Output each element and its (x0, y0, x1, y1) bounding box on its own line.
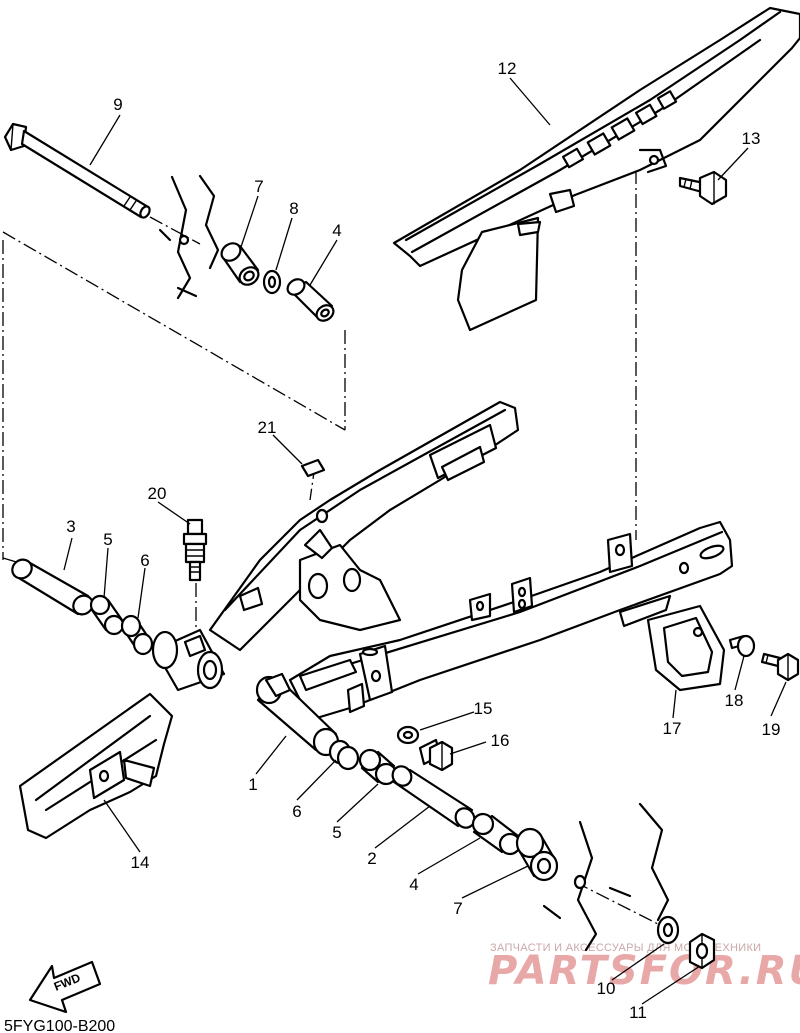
watermark-brand: PARTSFOR.RU (488, 948, 800, 994)
part-label-7-top: 7 (254, 177, 263, 196)
pivot-bolt (3, 122, 151, 219)
part-label-3: 3 (66, 517, 75, 536)
part-label-15: 15 (474, 699, 493, 718)
chain-guard (392, 6, 800, 332)
part-label-7-bottom: 7 (453, 899, 462, 918)
forward-arrow: FWD (28, 960, 102, 1014)
chain-puller-plate (646, 604, 726, 692)
part-label-6-left: 6 (140, 551, 149, 570)
part-label-17: 17 (663, 719, 682, 738)
part-label-14: 14 (131, 853, 150, 872)
part-labels: 9 7 8 4 12 13 21 20 3 5 6 1 6 5 2 4 7 15… (66, 59, 780, 1022)
bushing-bottom (471, 812, 522, 856)
shaft-bottom (391, 765, 476, 829)
part-label-8: 8 (289, 199, 298, 218)
part-label-20: 20 (148, 484, 167, 503)
chain-guard-bolt (678, 170, 728, 206)
part-label-12: 12 (498, 59, 517, 78)
frame-bracket-lower (542, 802, 670, 952)
part-label-16: 16 (491, 731, 510, 750)
part-label-13: 13 (742, 129, 761, 148)
watermark: ЗАПЧАСТИ И АКСЕССУАРЫ ДЛЯ МОТОТЕХНИКИ PA… (488, 942, 800, 994)
link-bolt (418, 738, 454, 772)
part-label-5-bottom: 5 (332, 823, 341, 842)
oil-seal-bottom (328, 739, 360, 771)
washer-bottom (656, 915, 680, 945)
frame-bracket-upper (158, 174, 220, 300)
plate-bolt (760, 652, 800, 682)
bearing-left (89, 594, 125, 636)
part-label-11: 11 (629, 1003, 647, 1022)
collar-top (220, 242, 260, 286)
collar-bottom (515, 827, 559, 882)
plate-screw (728, 634, 756, 658)
part-label-1: 1 (248, 775, 257, 794)
shaft-left (11, 558, 94, 616)
diagram-code: 5FYG100-B200 (4, 1018, 115, 1033)
part-label-18: 18 (725, 691, 744, 710)
part-label-5-left: 5 (103, 530, 112, 549)
leader-lines (63, 77, 787, 1005)
part-label-4-bottom: 4 (409, 875, 418, 894)
part-label-6-bottom: 6 (292, 802, 301, 821)
pivot-nut (688, 932, 716, 970)
washer-link (396, 725, 420, 745)
bearing-bottom (358, 748, 398, 786)
part-label-2: 2 (367, 849, 376, 868)
bushing-top (286, 278, 335, 322)
oil-seal-left (120, 614, 154, 656)
swingarm (151, 400, 734, 722)
part-label-10: 10 (597, 979, 616, 998)
assembly-lines (2, 170, 661, 926)
part-label-19: 19 (762, 720, 781, 739)
washer-top (262, 269, 282, 295)
part-label-4-top: 4 (332, 221, 341, 240)
part-label-21: 21 (258, 418, 277, 437)
part-label-9: 9 (113, 95, 122, 114)
grease-nipple (182, 518, 208, 582)
label-sticker (300, 458, 326, 478)
shaft-lower (255, 672, 340, 757)
chain-slider (18, 692, 174, 840)
